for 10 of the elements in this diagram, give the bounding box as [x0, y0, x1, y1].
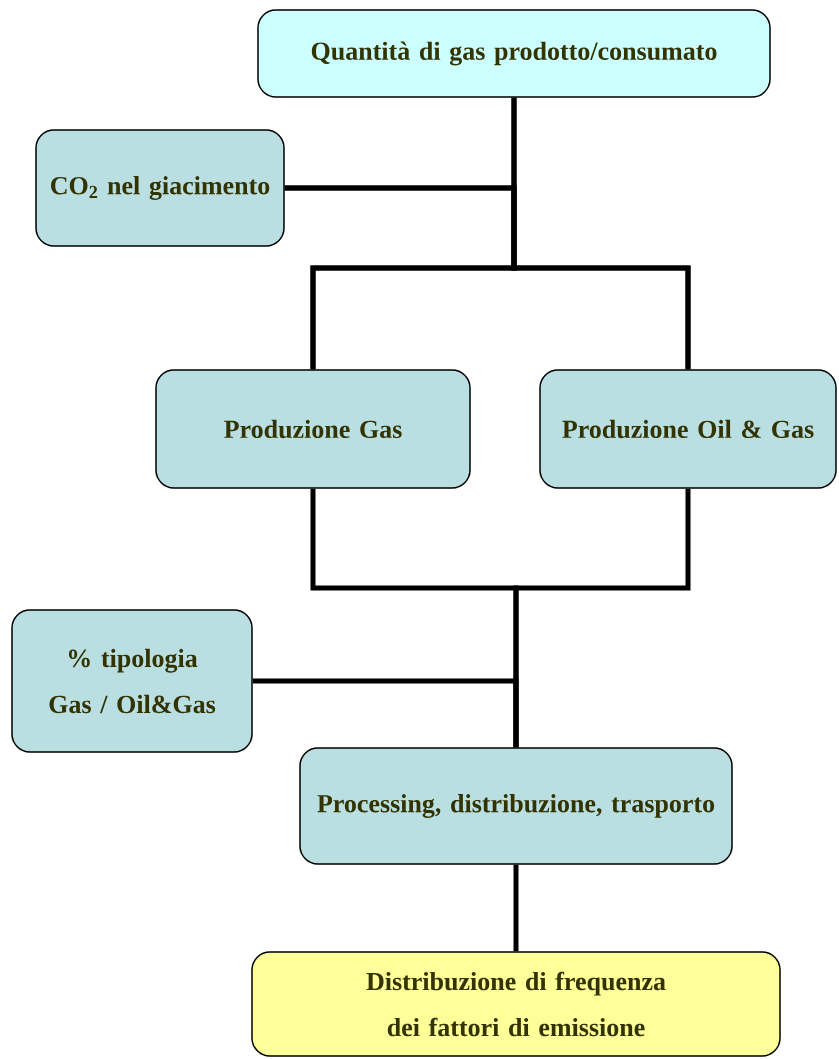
connector-line	[252, 678, 519, 748]
process-box: CO$_{2}$ nel giacimento	[35, 129, 285, 247]
process-box: % tipologia Gas / Oil&Gas	[11, 609, 253, 753]
result-box: Distribuzione di frequenza dei fattori di emissione	[251, 951, 781, 1057]
process-box: Produzione Oil & Gas	[539, 369, 837, 489]
connector-line	[513, 864, 519, 952]
process-box: Produzione Gas	[155, 369, 471, 489]
title-box: Quantità di gas prodotto/consumato	[257, 9, 771, 98]
connector-line	[284, 185, 691, 370]
process-box: Processing, distribuzione, trasporto	[299, 747, 733, 865]
